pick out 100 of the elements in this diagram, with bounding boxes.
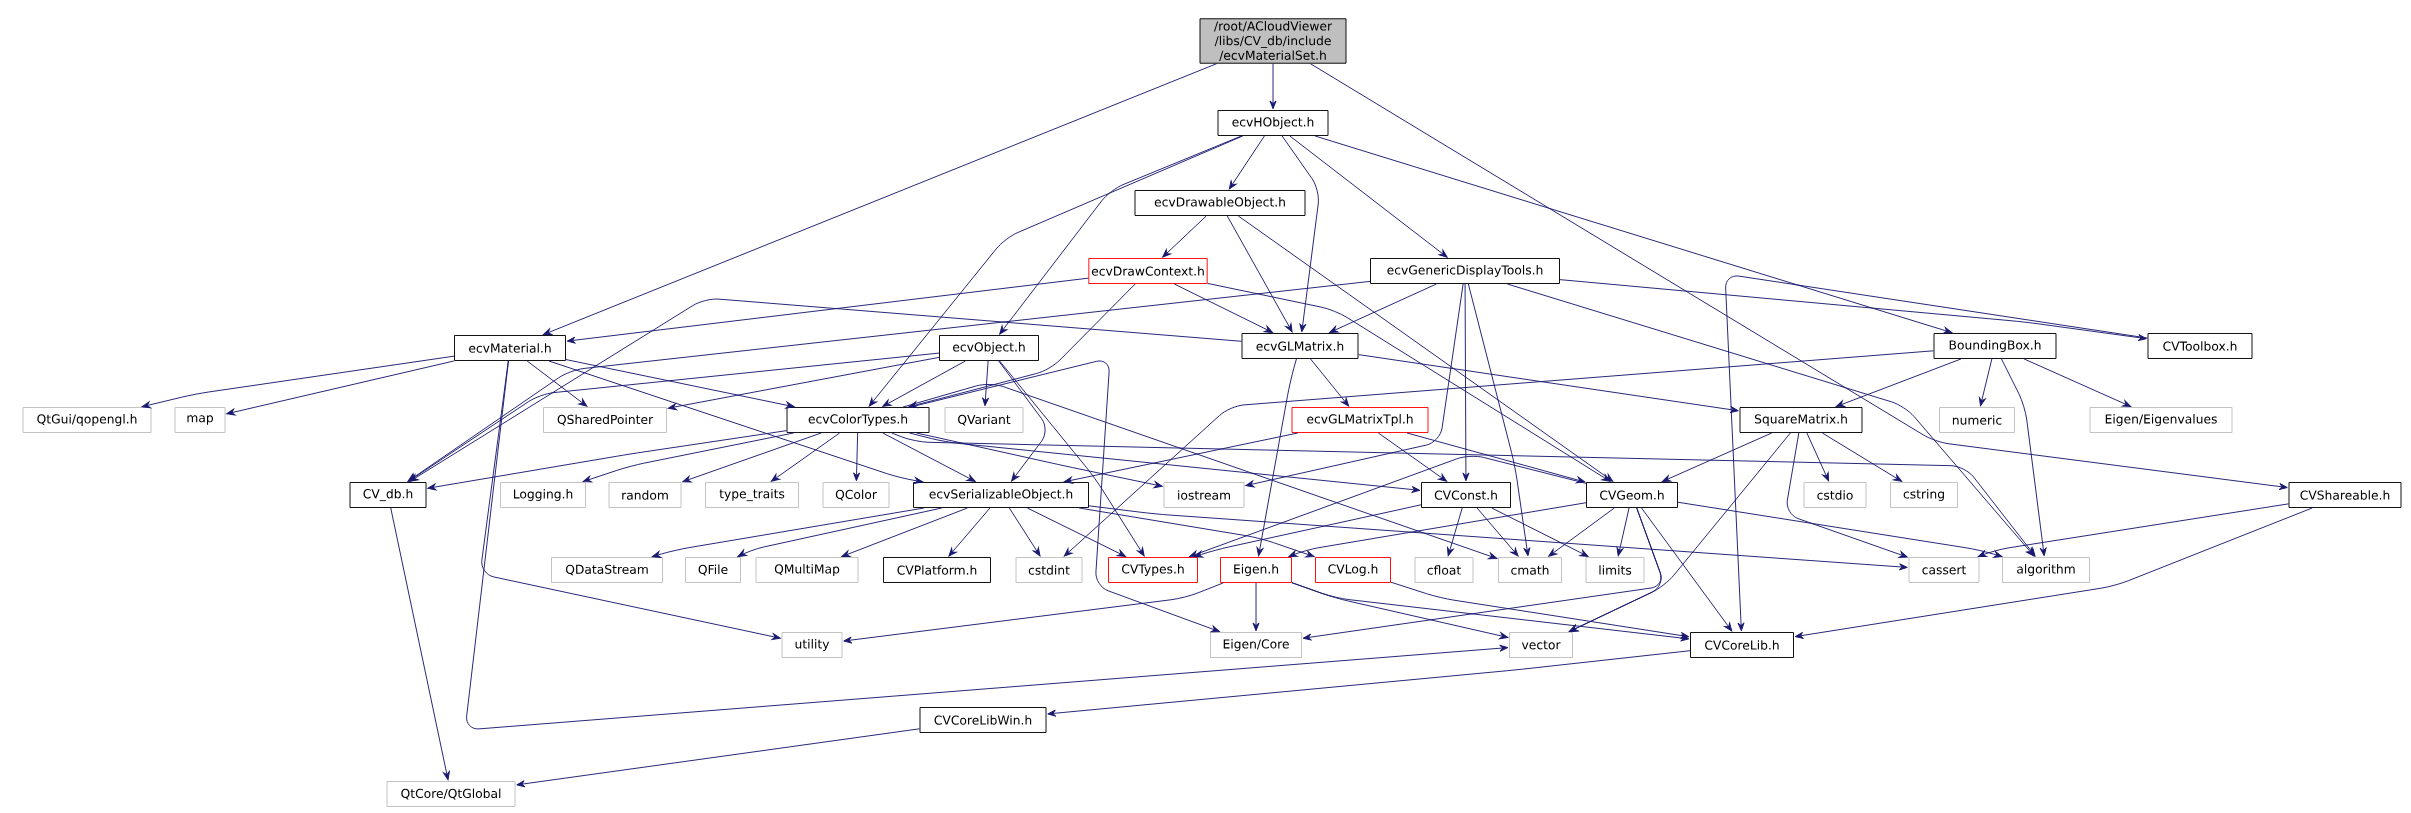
include-arrow: [1252, 582, 1260, 632]
file-box: CV_db.h: [349, 482, 427, 508]
file-box: numeric: [1939, 407, 2015, 433]
include-arrow: [1207, 282, 1611, 482]
include-arrow: [1661, 432, 1773, 482]
file-box: ecvDrawContext.h: [1088, 258, 1208, 284]
include-arrow: [1314, 135, 1953, 334]
include-arrow: [407, 280, 1371, 482]
include-arrow: [982, 360, 990, 407]
file-box: random: [608, 482, 682, 508]
include-arrow: [542, 63, 1218, 335]
include-arrow: [226, 360, 455, 416]
include-arrow: [1568, 507, 1662, 632]
include-arrow: [1835, 358, 1962, 408]
include-arrow: [2023, 358, 2132, 407]
file-box: Logging.h: [500, 482, 586, 508]
file-box: CVToolbox.h: [2147, 333, 2253, 359]
file-box: ecvObject.h: [939, 335, 1039, 361]
include-arrow: [1447, 507, 1463, 557]
file-box: ecvGenericDisplayTools.h: [1370, 258, 1560, 284]
file-box: ecvGLMatrix.h: [1241, 333, 1359, 359]
file-box: cstdint: [1015, 557, 1083, 583]
include-arrow: [1725, 275, 2148, 632]
file-box: cstdio: [1803, 482, 1867, 508]
include-arrow: [770, 432, 841, 482]
include-arrow: [526, 360, 588, 407]
include-arrow: [1245, 283, 1464, 488]
include-arrow: [853, 432, 861, 482]
include-arrow: [582, 432, 795, 483]
include-arrow: [566, 277, 1089, 344]
file-box: CVConst.h: [1421, 482, 1511, 508]
file-box: QtGui/qopengl.h: [22, 407, 152, 433]
include-arrow: [481, 360, 781, 641]
file-box: CVPlatform.h: [883, 557, 991, 583]
include-arrow: [1677, 501, 2003, 558]
file-box: ecvSerializableObject.h: [913, 482, 1089, 508]
file-box: QColor: [822, 482, 890, 508]
include-arrow: [1256, 358, 1297, 557]
file-box: Eigen/Eigenvalues: [2089, 407, 2233, 433]
file-box: SquareMatrix.h: [1739, 407, 1863, 433]
file-box: /root/ACloudViewer /libs/CV_db/include /ecvMaterialSet.h: [1199, 18, 1347, 64]
file-box: Eigen.h: [1220, 557, 1292, 583]
file-box: CVCoreLibWin.h: [919, 707, 1047, 733]
include-arrow: [1476, 507, 1519, 557]
include-arrow: [999, 135, 1242, 335]
include-arrow: [1616, 507, 1630, 557]
file-box: QtCore/QtGlobal: [386, 781, 516, 807]
include-arrow: [1162, 215, 1207, 258]
include-arrow: [682, 432, 822, 483]
file-box: CVShareable.h: [2288, 482, 2402, 508]
include-arrow: [1288, 502, 1587, 557]
include-arrow: [1462, 283, 1470, 482]
include-arrow: [516, 728, 920, 788]
include-arrow: [891, 432, 2036, 557]
include-arrow: [1088, 505, 1908, 571]
include-arrow: [1506, 283, 2035, 557]
include-arrow: [1237, 215, 1614, 482]
include-arrow: [1026, 507, 1127, 557]
include-arrow: [1548, 507, 1615, 557]
file-box: ecvHObject.h: [1217, 110, 1329, 136]
include-arrow: [737, 507, 943, 558]
file-box: iostream: [1163, 482, 1245, 508]
include-arrow: [1559, 279, 2147, 342]
file-box: type_traits: [705, 482, 799, 508]
file-box: CVGeom.h: [1586, 482, 1678, 508]
include-arrow: [1806, 432, 1830, 482]
include-arrow: [1291, 582, 1690, 642]
include-arrow: [1794, 507, 2313, 639]
include-arrow: [1377, 432, 1448, 482]
file-box: QVariant: [944, 407, 1024, 433]
include-arrow: [908, 432, 1421, 493]
file-box: cassert: [1908, 557, 1980, 583]
include-arrow: [1173, 283, 1274, 333]
include-arrow: [1078, 507, 1315, 558]
include-arrow: [908, 283, 1136, 409]
include-arrow: [910, 360, 1220, 633]
include-arrow: [651, 507, 925, 558]
include-arrow: [1406, 432, 1586, 484]
include-arrow: [1641, 507, 1733, 632]
file-box: ecvMaterial.h: [454, 335, 566, 361]
include-arrow: [1390, 581, 1690, 639]
include-arrow: [868, 135, 1244, 407]
include-arrow: [1821, 432, 1903, 482]
file-box: QFile: [685, 557, 741, 583]
file-box: cfloat: [1414, 557, 1474, 583]
file-box: QSharedPointer: [543, 407, 667, 433]
include-arrow: [882, 432, 976, 482]
file-box: algorithm: [2002, 557, 2090, 583]
include-arrow: [902, 384, 1498, 560]
include-arrow: [1226, 215, 1293, 333]
include-arrow: [1977, 503, 2289, 558]
include-arrow: [1228, 135, 1265, 190]
include-arrow: [1047, 650, 1691, 717]
include-arrow: [408, 352, 940, 482]
include-arrow: [1008, 507, 1041, 557]
file-box: BoundingBox.h: [1933, 333, 2057, 359]
include-arrow: [427, 430, 787, 491]
file-box: map: [174, 407, 226, 433]
include-arrow: [390, 507, 450, 781]
file-box: vector: [1509, 632, 1573, 658]
